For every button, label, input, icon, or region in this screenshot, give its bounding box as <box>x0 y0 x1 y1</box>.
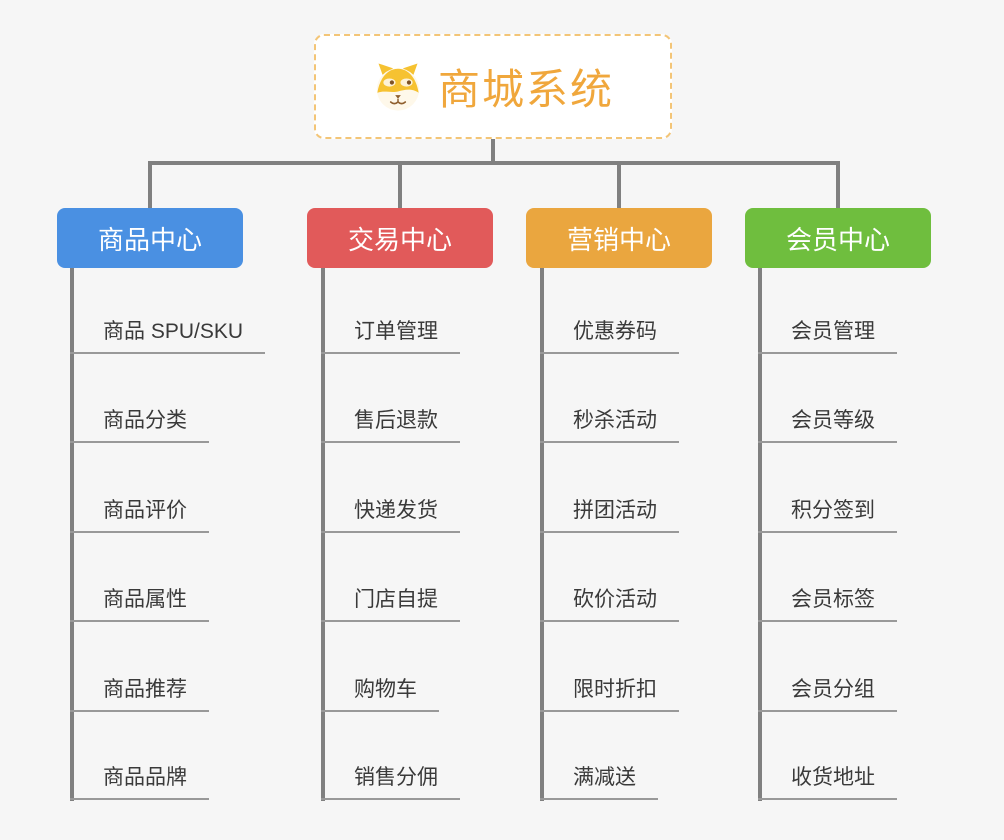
leaf-node-shopping-cart[interactable]: 购物车 <box>321 672 439 712</box>
leaf-node-product-brand[interactable]: 商品品牌 <box>70 760 209 800</box>
leaf-node-product-category[interactable]: 商品分类 <box>70 403 209 443</box>
connector-drop-member <box>836 165 840 210</box>
connector-root-drop <box>491 137 495 165</box>
connector-children-marketing <box>540 268 544 801</box>
leaf-node-group-buy[interactable]: 拼团活动 <box>540 493 679 533</box>
connector-drop-product <box>148 165 152 210</box>
connector-children-product <box>70 268 74 801</box>
connector-horizontal <box>148 161 840 165</box>
leaf-node-full-reduction[interactable]: 满减送 <box>540 760 658 800</box>
connector-children-trade <box>321 268 325 801</box>
leaf-node-shipping-address[interactable]: 收货地址 <box>758 760 897 800</box>
leaf-node-product-spu-sku[interactable]: 商品 SPU/SKU <box>70 314 266 354</box>
root-node-mall-system[interactable]: 商城系统 <box>314 34 672 139</box>
leaf-node-express-delivery[interactable]: 快递发货 <box>321 493 460 533</box>
leaf-node-coupon-code[interactable]: 优惠券码 <box>540 314 679 354</box>
leaf-node-member-tag[interactable]: 会员标签 <box>758 582 897 622</box>
root-title: 商城系统 <box>437 66 614 113</box>
branch-node-marketing-center[interactable]: 营销中心 <box>526 208 712 268</box>
leaf-node-sales-commission[interactable]: 销售分佣 <box>321 760 460 800</box>
leaf-node-member-management[interactable]: 会员管理 <box>758 314 897 354</box>
connector-drop-trade <box>398 165 402 210</box>
leaf-node-after-sale-refund[interactable]: 售后退款 <box>321 403 460 443</box>
leaf-node-order-management[interactable]: 订单管理 <box>321 314 460 354</box>
leaf-node-product-review[interactable]: 商品评价 <box>70 493 209 533</box>
leaf-node-bargain-activity[interactable]: 砍价活动 <box>540 582 679 622</box>
leaf-node-product-attribute[interactable]: 商品属性 <box>70 582 209 622</box>
branch-node-trade-center[interactable]: 交易中心 <box>307 208 493 268</box>
branch-node-product-center[interactable]: 商品中心 <box>57 208 243 268</box>
leaf-node-product-recommend[interactable]: 商品推荐 <box>70 672 209 712</box>
leaf-node-limited-time-discount[interactable]: 限时折扣 <box>540 672 679 712</box>
branch-node-member-center[interactable]: 会员中心 <box>745 208 931 268</box>
leaf-node-store-pickup[interactable]: 门店自提 <box>321 582 460 622</box>
leaf-node-flash-sale[interactable]: 秒杀活动 <box>540 403 679 443</box>
dog-face-icon <box>376 62 420 111</box>
leaf-node-member-group[interactable]: 会员分组 <box>758 672 897 712</box>
leaf-node-points-checkin[interactable]: 积分签到 <box>758 493 897 533</box>
leaf-node-member-level[interactable]: 会员等级 <box>758 403 897 443</box>
connector-children-member <box>758 268 762 801</box>
connector-drop-marketing <box>617 165 621 210</box>
